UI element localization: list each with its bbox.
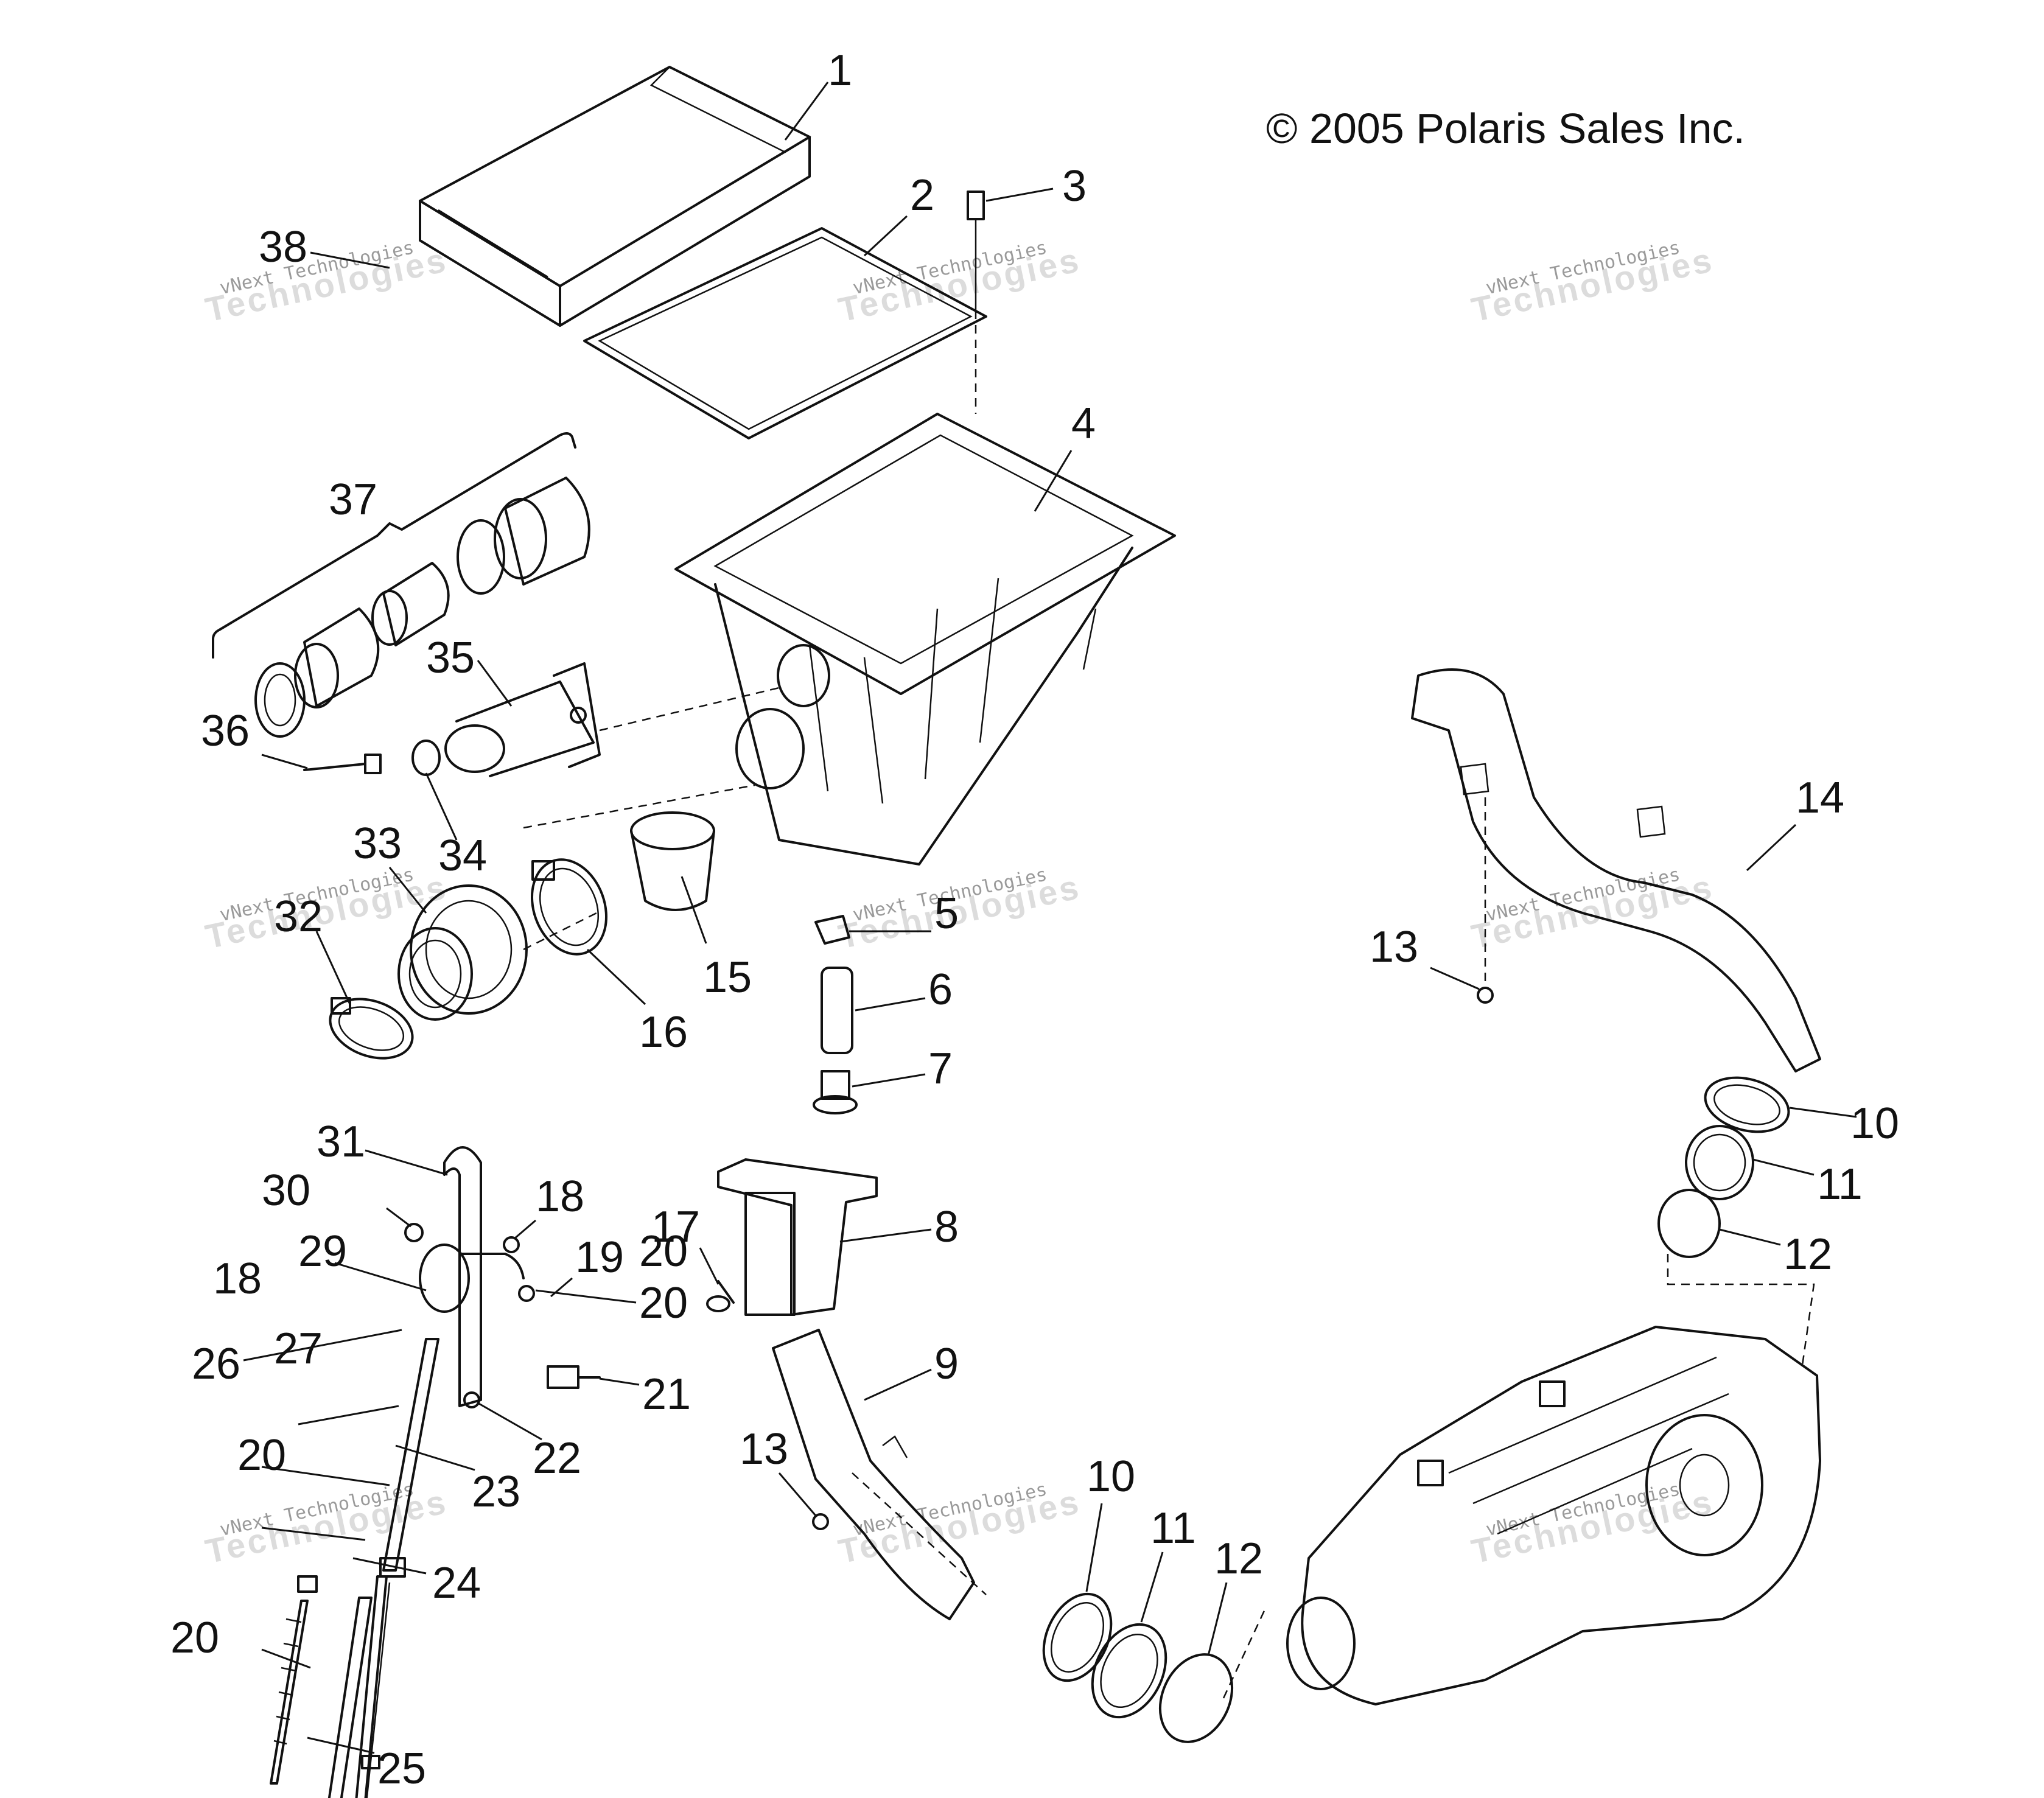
drain-assembly <box>813 915 858 1114</box>
callout-label: 20 <box>170 1614 219 1662</box>
callout-label: 5 <box>934 889 959 938</box>
callout-label: 27 <box>274 1324 323 1373</box>
bolt-36 <box>303 754 382 774</box>
callout-label: 37 <box>329 475 377 524</box>
callout-label: 36 <box>201 707 250 755</box>
callout-label: 34 <box>438 831 487 880</box>
sleeve-15 <box>630 811 715 911</box>
callout-label: 4 <box>1071 399 1096 448</box>
callout-label: 10 <box>1850 1099 1899 1148</box>
intake-boot-33 <box>397 884 528 1021</box>
airbox-body <box>674 413 1176 866</box>
callout-label: 20 <box>237 1431 286 1480</box>
callout-label: 11 <box>1150 1504 1196 1553</box>
copyright-notice: © 2005 Polaris Sales Inc. <box>1266 105 1745 152</box>
callout-label: 25 <box>377 1744 426 1793</box>
callout-label: 13 <box>740 1425 788 1474</box>
clamp-12-upper <box>1657 1189 1721 1258</box>
callout-label: 11 <box>1817 1160 1863 1209</box>
fastener-13-upper <box>1477 987 1494 1004</box>
callout-label: 8 <box>934 1203 959 1251</box>
screw-17 <box>706 1280 735 1312</box>
callout-label: 20 <box>639 1227 688 1276</box>
callout-label: 30 <box>262 1166 310 1215</box>
callout-label: 14 <box>1796 774 1844 822</box>
filter-kit <box>212 432 590 738</box>
clamp-16 <box>531 858 607 956</box>
callout-label: 32 <box>274 892 323 941</box>
duct-14 <box>1411 668 1821 1072</box>
clamp-32 <box>329 997 414 1060</box>
callout-label: 20 <box>639 1279 688 1328</box>
callout-label: 7 <box>928 1044 953 1093</box>
bracket-8 <box>717 1158 878 1316</box>
threaded-rod-25 <box>270 1575 318 1785</box>
callout-label: 1 <box>828 46 852 95</box>
callout-label: 33 <box>353 819 402 868</box>
callout-labels: 1 2 3 4 5 6 7 8 9 10 10 11 11 12 12 13 1… <box>170 46 1899 1793</box>
callout-label: 16 <box>639 1008 688 1057</box>
airbox-cover <box>419 66 811 327</box>
leader-lines <box>243 82 1857 1754</box>
ring-11-upper <box>1685 1125 1754 1200</box>
callout-label: 9 <box>934 1340 959 1388</box>
callout-label: 12 <box>1783 1230 1832 1279</box>
callout-label: 18 <box>536 1172 584 1221</box>
callout-label: 12 <box>1214 1534 1263 1583</box>
callout-label: 2 <box>910 171 934 220</box>
callout-label: 19 <box>575 1233 624 1282</box>
callout-label: 10 <box>1087 1452 1135 1501</box>
callout-label: 15 <box>703 953 752 1002</box>
fastener-13-lower <box>812 1513 829 1530</box>
callout-label: 35 <box>426 634 475 682</box>
callout-label: 13 <box>1370 923 1418 971</box>
callout-label: 29 <box>298 1227 347 1276</box>
clamp-12-lower <box>1158 1653 1234 1743</box>
callout-label: 22 <box>533 1434 581 1483</box>
callout-label: 6 <box>928 965 953 1014</box>
callout-label: 23 <box>472 1467 520 1516</box>
vent-assembly <box>327 1146 601 1798</box>
callout-label: 21 <box>642 1370 691 1419</box>
cover-screw <box>967 191 985 310</box>
clutch-cover <box>1286 1326 1821 1705</box>
callout-label: 17 <box>651 1203 700 1251</box>
airbox-gasket <box>583 227 987 439</box>
washer-34 <box>411 740 441 776</box>
callout-label: 18 <box>213 1254 262 1303</box>
duct-9 <box>772 1329 975 1620</box>
callout-label: 26 <box>192 1340 240 1388</box>
clamp-10-upper <box>1704 1076 1790 1133</box>
callout-label: 24 <box>432 1559 481 1607</box>
callout-label: 3 <box>1062 162 1087 211</box>
clamp-10-lower <box>1042 1592 1113 1682</box>
ring-11-lower <box>1091 1623 1167 1719</box>
callout-label: 38 <box>259 223 307 271</box>
callout-label: 31 <box>317 1118 365 1166</box>
